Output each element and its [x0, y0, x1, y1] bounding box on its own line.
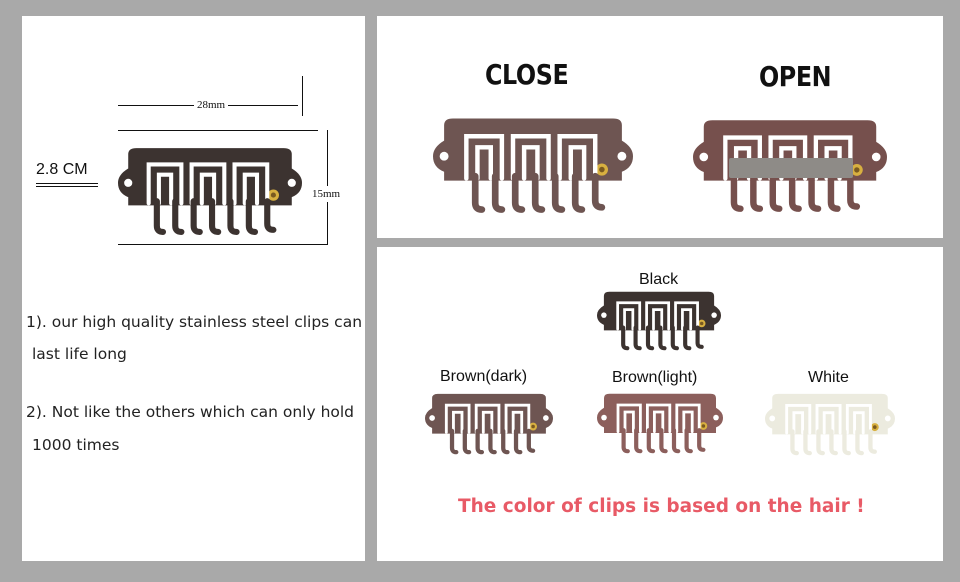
white-label: White [808, 369, 849, 386]
top-guide-line [118, 130, 318, 131]
black-clip-option [597, 289, 721, 351]
open-title: OPEN [759, 60, 832, 93]
open-clip-bar [729, 158, 853, 178]
black-label: Black [639, 271, 679, 288]
bottom-guide-line [118, 244, 328, 245]
height-label: 15mm [312, 186, 341, 202]
brown-light-clip-option [597, 391, 723, 454]
dimension-tick [302, 76, 303, 116]
point-2-line-1: 2). Not like the others which can only h… [26, 403, 355, 421]
point-1-line-1: 1). our high quality stainless steel cli… [26, 313, 363, 331]
close-title: CLOSE [485, 58, 569, 91]
point-1-line-2: last life long [32, 345, 127, 363]
point-2-line-2: 1000 times [32, 436, 120, 454]
brown-dark-clip-option [425, 391, 553, 455]
closed-clip-image [433, 114, 633, 214]
color-note: The color of clips is based on the hair … [458, 496, 865, 517]
color-options-panel: Black Brown(dark) Brown(light) White The… [377, 247, 943, 561]
width-label: 28mm [194, 99, 229, 111]
cm-label: 2.8 CM [36, 161, 88, 178]
cm-underline-2 [36, 186, 98, 187]
brown-light-label: Brown(light) [612, 369, 698, 386]
brown-dark-label: Brown(dark) [440, 368, 528, 385]
cm-underline [36, 183, 98, 184]
dimensions-panel: 28mm 15mm 2.8 CM 1). our high quality st… [22, 16, 365, 561]
white-clip-option [765, 391, 895, 456]
black-clip-image [118, 144, 302, 236]
open-close-panel: CLOSE OPEN [377, 16, 943, 238]
